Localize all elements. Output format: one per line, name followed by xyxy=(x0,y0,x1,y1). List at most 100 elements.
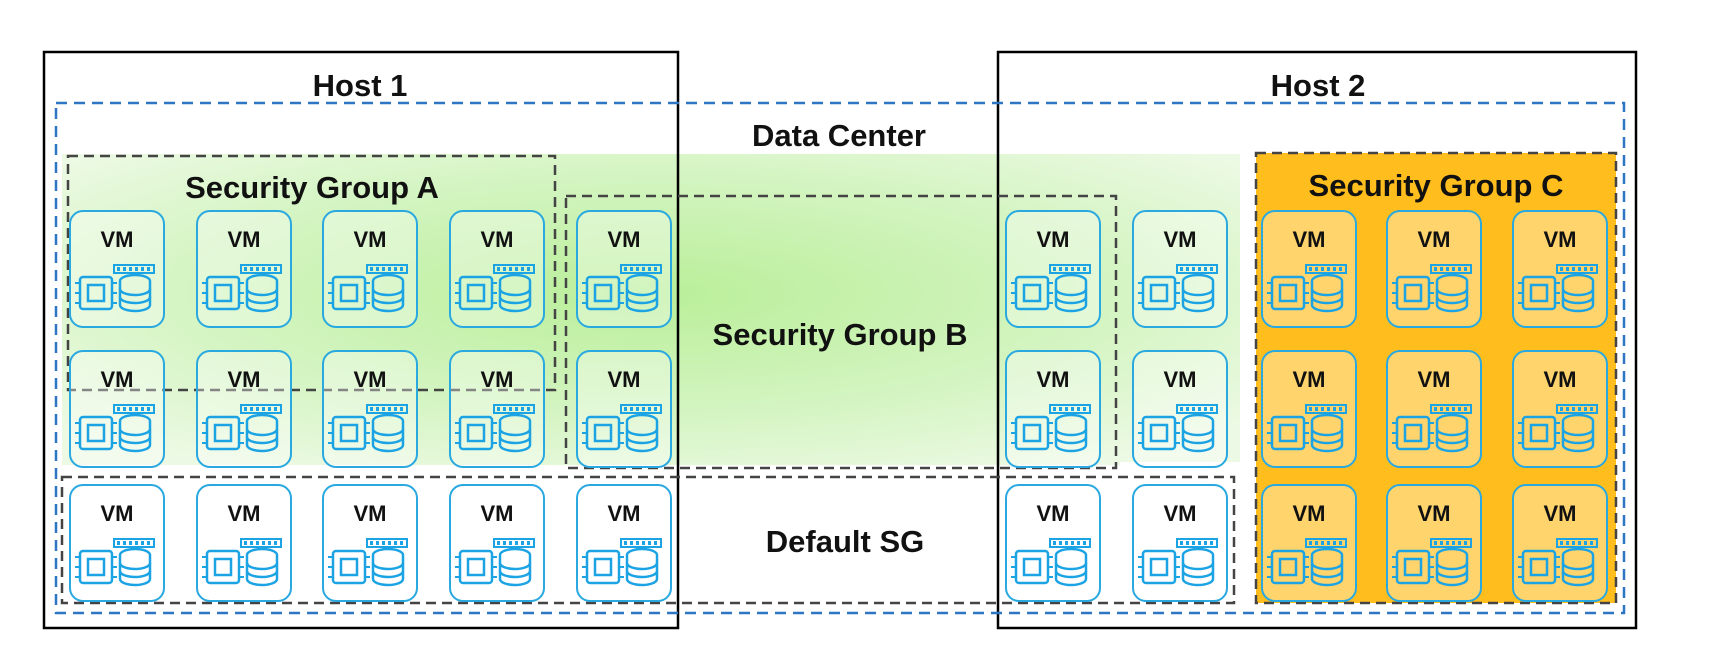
vm-label: VM xyxy=(481,367,514,392)
memory-module-icon xyxy=(1176,264,1218,274)
storage-disk-icon xyxy=(1181,547,1215,587)
storage-disk-icon xyxy=(498,273,532,313)
storage-disk-icon xyxy=(625,273,659,313)
vm-label: VM xyxy=(608,367,641,392)
memory-module-icon xyxy=(113,264,155,274)
cpu-chip-icon xyxy=(582,549,624,585)
vm-label: VM xyxy=(1544,227,1577,252)
security-group-b-label: Security Group B xyxy=(713,317,968,352)
vm-label: VM xyxy=(1293,367,1326,392)
cpu-chip-icon xyxy=(75,275,117,311)
cpu-chip-icon xyxy=(1138,415,1180,451)
memory-module-icon xyxy=(1430,264,1472,274)
vm-card: VM xyxy=(322,484,418,602)
vm-card: VM xyxy=(1386,484,1482,602)
storage-disk-icon xyxy=(1310,413,1344,453)
memory-module-icon xyxy=(1305,404,1347,414)
vm-label: VM xyxy=(608,501,641,526)
security-group-a-label: Security Group A xyxy=(185,170,439,205)
storage-disk-icon xyxy=(1054,413,1088,453)
storage-disk-icon xyxy=(498,413,532,453)
storage-disk-icon xyxy=(118,273,152,313)
vm-label: VM xyxy=(1037,367,1070,392)
memory-module-icon xyxy=(366,404,408,414)
vm-card: VM xyxy=(1261,350,1357,468)
cpu-chip-icon xyxy=(202,275,244,311)
vm-label: VM xyxy=(1418,501,1451,526)
vm-card: VM xyxy=(1512,350,1608,468)
cpu-chip-icon xyxy=(328,549,370,585)
vm-card: VM xyxy=(1005,484,1101,602)
cpu-chip-icon xyxy=(1138,275,1180,311)
cpu-chip-icon xyxy=(75,549,117,585)
vm-label: VM xyxy=(1037,501,1070,526)
storage-disk-icon xyxy=(1435,547,1469,587)
vm-label: VM xyxy=(101,227,134,252)
storage-disk-icon xyxy=(118,547,152,587)
vm-label: VM xyxy=(1418,367,1451,392)
vm-label: VM xyxy=(1544,367,1577,392)
host-1-box xyxy=(42,50,680,630)
memory-module-icon xyxy=(620,264,662,274)
memory-module-icon xyxy=(493,538,535,548)
vm-label: VM xyxy=(1293,227,1326,252)
cpu-chip-icon xyxy=(1392,549,1434,585)
vm-label: VM xyxy=(1164,227,1197,252)
memory-module-icon xyxy=(1049,538,1091,548)
storage-disk-icon xyxy=(118,413,152,453)
vm-card: VM xyxy=(449,210,545,328)
vm-label: VM xyxy=(1037,227,1070,252)
memory-module-icon xyxy=(366,264,408,274)
vm-label: VM xyxy=(608,227,641,252)
storage-disk-icon xyxy=(1561,413,1595,453)
security-group-a-box xyxy=(66,154,557,392)
host-1-label: Host 1 xyxy=(313,68,408,103)
vm-card: VM xyxy=(1005,210,1101,328)
data-center-box xyxy=(54,101,1626,615)
cpu-chip-icon xyxy=(1267,549,1309,585)
memory-module-icon xyxy=(366,538,408,548)
storage-disk-icon xyxy=(1310,547,1344,587)
memory-module-icon xyxy=(1556,264,1598,274)
cpu-chip-icon xyxy=(75,415,117,451)
vm-card: VM xyxy=(1261,484,1357,602)
vm-card: VM xyxy=(1261,210,1357,328)
memory-module-icon xyxy=(1556,404,1598,414)
memory-module-icon xyxy=(493,264,535,274)
vm-card: VM xyxy=(1005,350,1101,468)
vm-card: VM xyxy=(576,484,672,602)
storage-disk-icon xyxy=(1435,273,1469,313)
vm-card: VM xyxy=(1386,210,1482,328)
cpu-chip-icon xyxy=(202,549,244,585)
memory-module-icon xyxy=(1176,538,1218,548)
vm-card: VM xyxy=(1132,484,1228,602)
cpu-chip-icon xyxy=(328,275,370,311)
vm-label: VM xyxy=(1418,227,1451,252)
cpu-chip-icon xyxy=(582,275,624,311)
memory-module-icon xyxy=(1305,264,1347,274)
storage-disk-icon xyxy=(1054,273,1088,313)
host-2-box xyxy=(996,50,1638,630)
host-2-label: Host 2 xyxy=(1271,68,1366,103)
data-center-label: Data Center xyxy=(752,118,926,153)
storage-disk-icon xyxy=(1054,547,1088,587)
cpu-chip-icon xyxy=(202,415,244,451)
vm-card: VM xyxy=(322,210,418,328)
cpu-chip-icon xyxy=(1518,275,1560,311)
cpu-chip-icon xyxy=(1518,415,1560,451)
cpu-chip-icon xyxy=(455,415,497,451)
vm-label: VM xyxy=(354,227,387,252)
cpu-chip-icon xyxy=(1011,275,1053,311)
storage-disk-icon xyxy=(245,547,279,587)
storage-disk-icon xyxy=(371,413,405,453)
storage-disk-icon xyxy=(371,547,405,587)
vm-label: VM xyxy=(354,367,387,392)
storage-disk-icon xyxy=(1435,413,1469,453)
vm-layer: VM VM VM VM VM VM VM VM VM VM VM VM VM VM VM VM VM VM VM VM… xyxy=(69,210,1608,602)
vm-label: VM xyxy=(481,227,514,252)
cpu-chip-icon xyxy=(1392,275,1434,311)
storage-disk-icon xyxy=(1310,273,1344,313)
cpu-chip-icon xyxy=(1267,275,1309,311)
cpu-chip-icon xyxy=(1267,415,1309,451)
